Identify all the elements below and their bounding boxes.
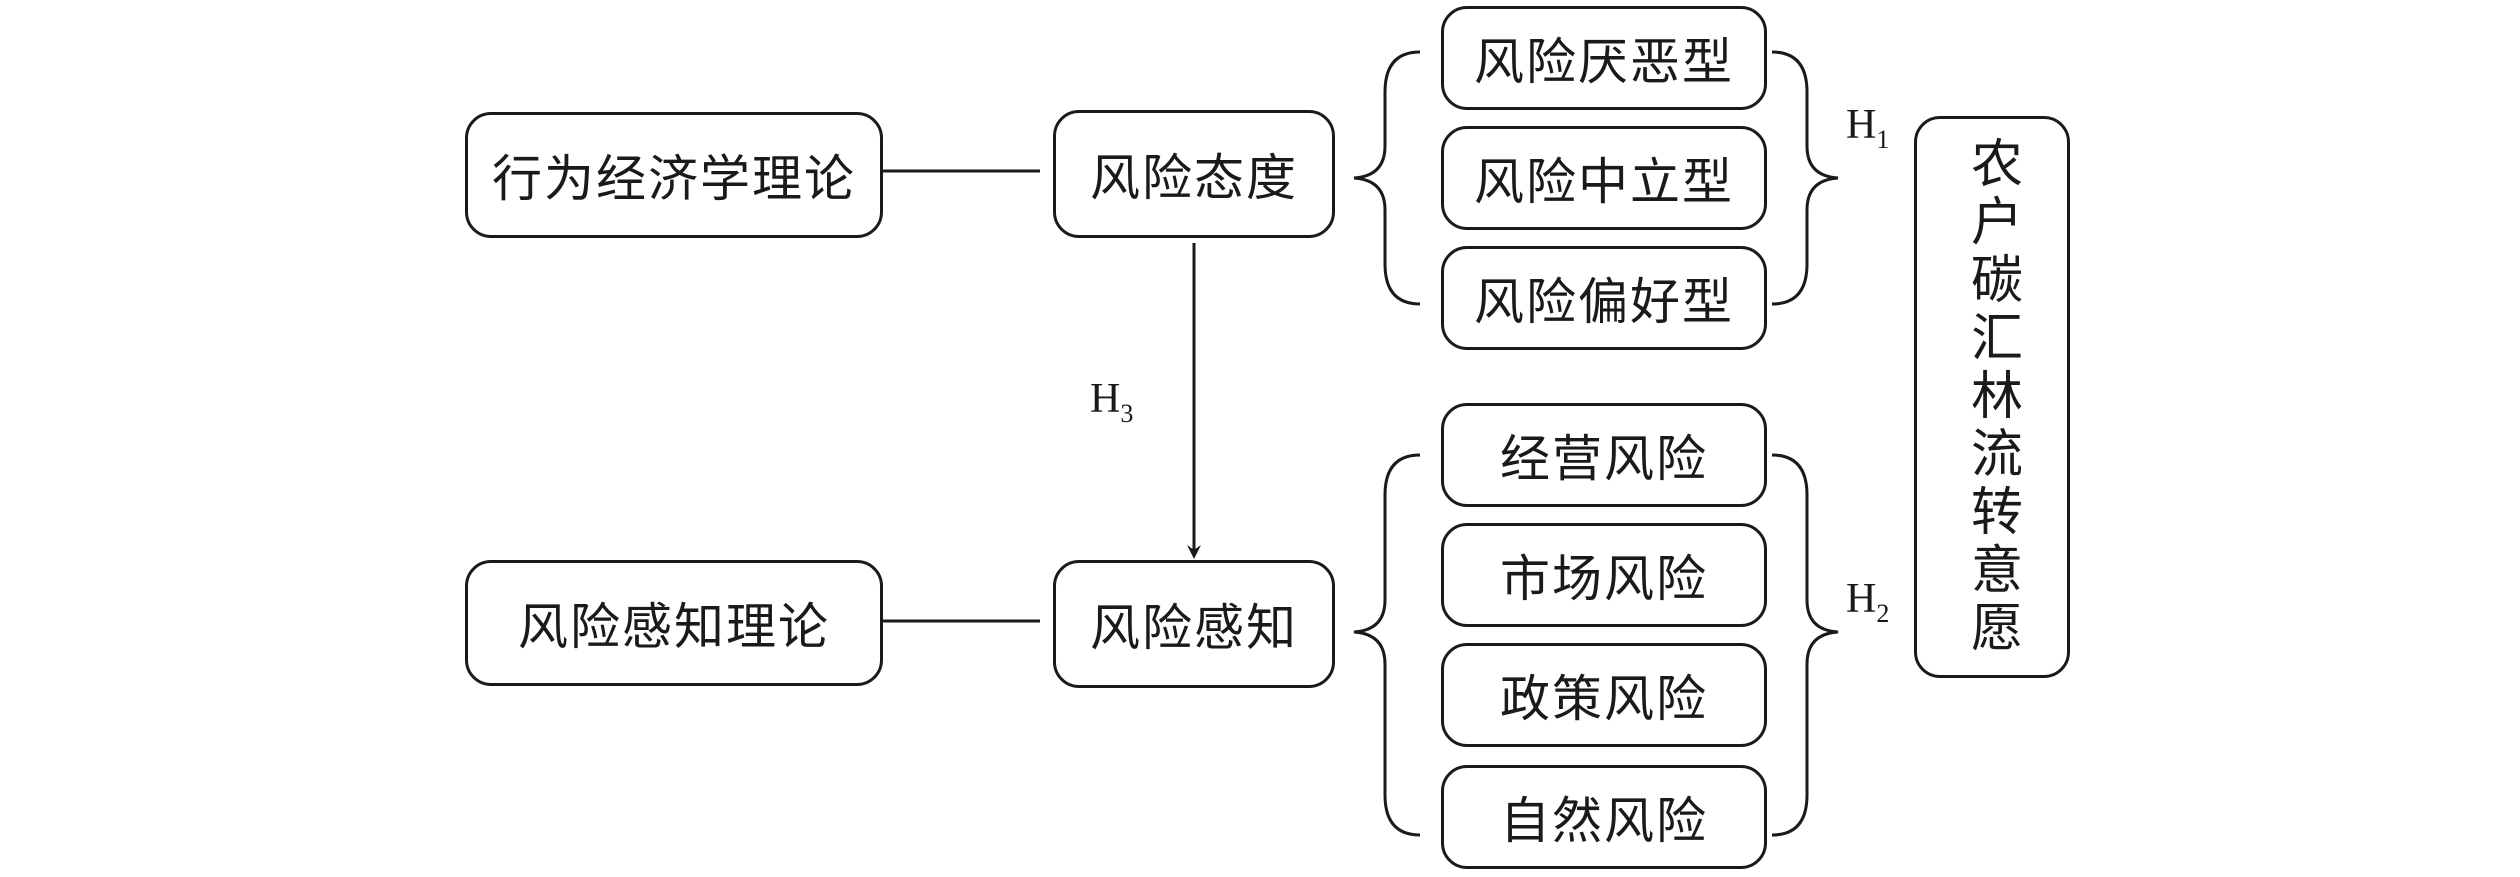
brace-perception-left bbox=[1353, 453, 1421, 837]
outcome-box: 农户碳汇林流转意愿 bbox=[1914, 116, 2070, 678]
risk-perception-box: 风险感知 bbox=[1053, 560, 1335, 688]
risk-attitude-box: 风险态度 bbox=[1053, 110, 1335, 238]
behavioral-economics-theory-box: 行为经济学理论 bbox=[465, 112, 883, 238]
perception-type-box: 自然风险 bbox=[1441, 765, 1767, 869]
brace-attitude-right bbox=[1771, 50, 1839, 306]
brace-attitude-left bbox=[1353, 50, 1421, 306]
perception-type-box: 政策风险 bbox=[1441, 643, 1767, 747]
hypothesis-h2-label: H2 bbox=[1846, 576, 1890, 628]
attitude-type-box: 风险中立型 bbox=[1441, 126, 1767, 230]
hypothesis-h1-label: H1 bbox=[1846, 102, 1890, 154]
attitude-type-box: 风险厌恶型 bbox=[1441, 6, 1767, 110]
risk-perception-theory-box: 风险感知理论 bbox=[465, 560, 883, 686]
hypothesis-h3-label: H3 bbox=[1090, 376, 1134, 428]
brace-perception-right bbox=[1771, 453, 1839, 837]
perception-type-box: 经营风险 bbox=[1441, 403, 1767, 507]
attitude-type-box: 风险偏好型 bbox=[1441, 246, 1767, 350]
perception-type-box: 市场风险 bbox=[1441, 523, 1767, 627]
